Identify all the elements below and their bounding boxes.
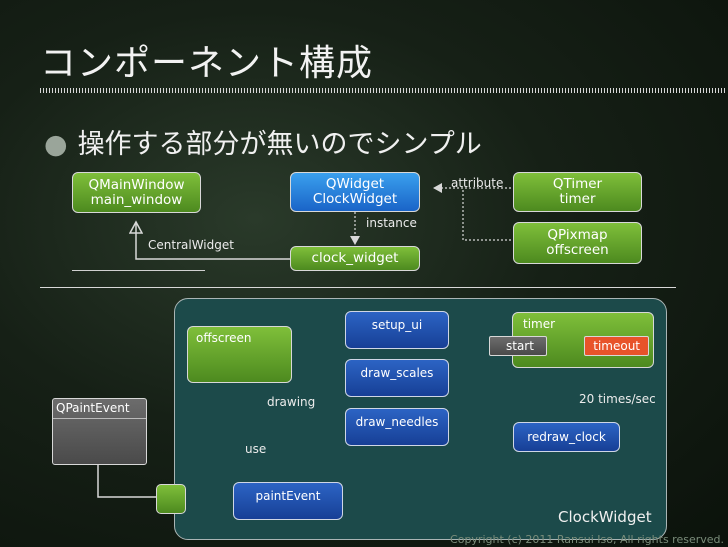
title-rule: [40, 88, 726, 93]
qwidget-box[interactable]: QWidget ClockWidget: [290, 172, 420, 212]
paint-event-port[interactable]: [156, 484, 186, 514]
draw-needles-label: draw_needles: [355, 415, 439, 429]
offscreen-box[interactable]: offscreen: [187, 326, 292, 383]
qpaintevent-label: QPaintEvent: [53, 399, 146, 419]
qmainwindow-class: QMainWindow: [88, 176, 185, 193]
qtimer-name: timer: [559, 191, 596, 207]
use-label: use: [245, 442, 267, 456]
divider: [40, 287, 676, 288]
timer-label: timer: [523, 317, 556, 331]
central-widget-label: CentralWidget: [148, 238, 234, 252]
qpixmap-name: offscreen: [546, 242, 609, 258]
drawing-label: drawing: [267, 395, 316, 409]
divider-short: [72, 270, 205, 271]
qtimer-class: QTimer: [552, 176, 603, 192]
attribute-pixmap-line: [462, 188, 511, 241]
timeout-signal[interactable]: timeout: [584, 336, 649, 356]
qmainwindow-name: main_window: [90, 191, 183, 208]
clockwidget-panel-title: ClockWidget: [558, 508, 652, 526]
bullet-dot-icon: ●: [44, 129, 68, 160]
qpixmap-box[interactable]: QPixmap offscreen: [513, 222, 642, 264]
copyright-text: Copyright (c) 2011 Ransui Iso, All right…: [450, 533, 724, 546]
qtimer-box[interactable]: QTimer timer: [513, 172, 642, 212]
start-label: start: [506, 339, 534, 353]
qwidget-name: ClockWidget: [312, 191, 398, 207]
paint-event-label: paintEvent: [255, 489, 321, 503]
redraw-clock-label: redraw_clock: [527, 429, 606, 444]
clock-widget-label: clock_widget: [311, 250, 399, 266]
draw-needles-box[interactable]: draw_needles: [345, 408, 449, 446]
paint-event-box[interactable]: paintEvent: [233, 482, 343, 520]
instance-label: instance: [366, 216, 417, 230]
draw-scales-box[interactable]: draw_scales: [345, 359, 449, 397]
setup-ui-label: setup_ui: [371, 318, 423, 332]
offscreen-label: offscreen: [196, 331, 252, 345]
qmainwindow-box[interactable]: QMainWindow main_window: [72, 172, 201, 213]
timeout-label: timeout: [593, 338, 640, 353]
slide-title: コンポーネント構成: [40, 43, 374, 84]
bullet-text: 操作する部分が無いのでシンプル: [77, 129, 482, 160]
rate-label: 20 times/sec: [579, 392, 656, 406]
setup-ui-box[interactable]: setup_ui: [345, 311, 449, 349]
bullet-item: ● 操作する部分が無いのでシンプル: [44, 122, 482, 161]
qpixmap-class: QPixmap: [547, 227, 608, 243]
attribute-label: attribute: [451, 176, 504, 190]
qpaintevent-line: [97, 465, 156, 498]
start-slot[interactable]: start: [489, 336, 547, 356]
clock-widget-box[interactable]: clock_widget: [290, 246, 420, 271]
qpaintevent-box[interactable]: QPaintEvent: [52, 398, 147, 465]
redraw-clock-box[interactable]: redraw_clock: [513, 422, 620, 452]
draw-scales-label: draw_scales: [360, 366, 434, 380]
qwidget-class: QWidget: [325, 176, 385, 192]
